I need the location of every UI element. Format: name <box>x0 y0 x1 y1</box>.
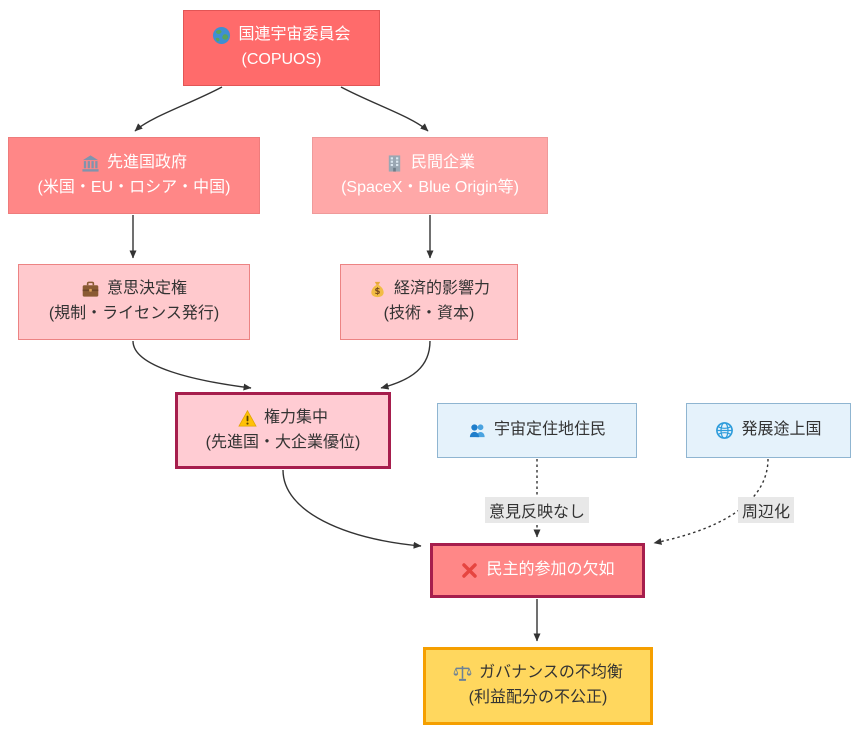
node-title: 国連宇宙委員会 <box>238 26 351 44</box>
edge-label-marginalization: 周辺化 <box>737 497 795 523</box>
node-subtitle: (SpaceX・Blue Origin等) <box>341 178 519 196</box>
node-title: 権力集中 <box>263 408 328 426</box>
briefcase-icon <box>81 280 100 299</box>
edge-copuos-companies <box>340 86 429 132</box>
office-building-icon <box>385 154 404 173</box>
node-subtitle: (規制・ライセンス発行) <box>48 305 220 322</box>
node-governments: 先進国政府 (米国・EU・ロシア・中国) <box>8 137 260 214</box>
node-subtitle: (米国・EU・ロシア・中国) <box>37 178 231 196</box>
node-title: 先進国政府 <box>106 153 187 171</box>
node-power: 権力集中 (先進国・大企業優位) <box>175 392 391 469</box>
edge-economic-power <box>380 340 431 390</box>
edge-label-no-voice: 意見反映なし <box>484 497 590 523</box>
node-title: 民間企業 <box>410 153 475 171</box>
node-title: 宇宙定住地住民 <box>493 421 606 439</box>
node-decision: 意思決定権 (規制・ライセンス発行) <box>18 264 250 340</box>
node-title: 発展途上国 <box>741 421 822 439</box>
node-title: 意思決定権 <box>106 280 187 298</box>
node-subtitle: (COPUOS) <box>241 51 322 68</box>
node-title: 民主的参加の欠如 <box>486 561 615 579</box>
node-title: ガバナンスの不均衡 <box>479 664 623 682</box>
edge-developing-democracy <box>653 458 769 545</box>
edge-decision-power <box>132 340 252 391</box>
node-subtitle: (技術・資本) <box>383 305 475 322</box>
edge-power-democracy <box>282 469 422 549</box>
cross-mark-icon <box>460 561 479 580</box>
node-settlers: 宇宙定住地住民 <box>437 403 637 458</box>
edge-copuos-governments <box>134 86 223 132</box>
node-companies: 民間企業 (SpaceX・Blue Origin等) <box>312 137 548 214</box>
classical-building-icon <box>81 154 100 173</box>
node-democracy: 民主的参加の欠如 <box>430 543 645 598</box>
money-bag-icon: $ <box>368 280 387 299</box>
warning-icon <box>238 409 257 428</box>
node-subtitle: (利益配分の不公正) <box>468 689 608 706</box>
node-copuos: 国連宇宙委員会 (COPUOS) <box>183 10 380 86</box>
svg-text:$: $ <box>375 287 381 297</box>
node-governance: ガバナンスの不均衡 (利益配分の不公正) <box>423 647 653 725</box>
people-icon <box>468 421 487 440</box>
balance-scale-icon <box>453 664 472 683</box>
node-subtitle: (先進国・大企業優位) <box>205 433 361 451</box>
earth-globe-icon <box>212 26 231 45</box>
globe-meridians-icon <box>715 421 734 440</box>
node-economic: $ 経済的影響力 (技術・資本) <box>340 264 518 340</box>
node-title: 経済的影響力 <box>393 280 490 298</box>
node-developing: 発展途上国 <box>686 403 851 458</box>
